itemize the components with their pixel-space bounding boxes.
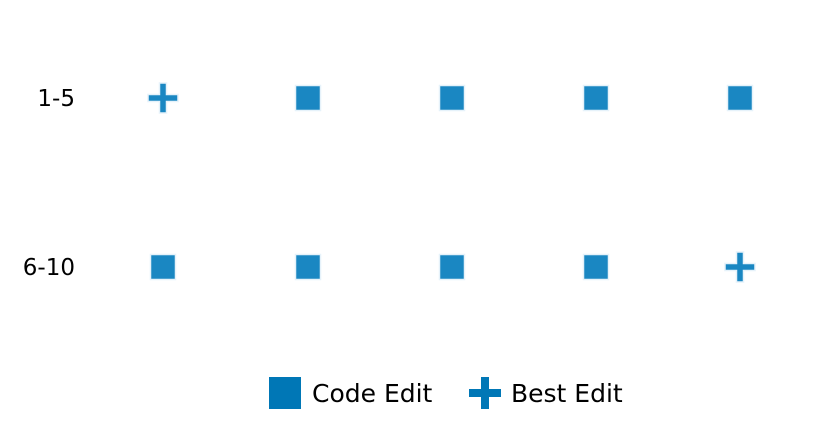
code-edit-marker xyxy=(438,253,466,281)
rows-layer: 1-5 6-10 xyxy=(23,82,756,283)
code-edit-marker xyxy=(438,84,466,112)
legend-code-edit-swatch xyxy=(269,377,301,409)
row-label: 6-10 xyxy=(23,255,75,281)
code-edit-marker xyxy=(294,253,322,281)
code-edit-marker xyxy=(294,84,322,112)
code-edit-marker xyxy=(582,253,610,281)
code-edit-marker xyxy=(582,84,610,112)
best-edit-marker xyxy=(724,251,756,283)
legend-label-code: Code Edit xyxy=(312,379,433,408)
legend-label-best: Best Edit xyxy=(511,379,623,408)
code-edit-marker xyxy=(726,84,754,112)
best-edit-marker xyxy=(147,82,179,114)
legend-best-edit-swatch xyxy=(469,377,501,409)
code-edit-marker xyxy=(149,253,177,281)
row-label: 1-5 xyxy=(37,86,75,112)
legend: Code Edit Best Edit xyxy=(269,377,623,409)
